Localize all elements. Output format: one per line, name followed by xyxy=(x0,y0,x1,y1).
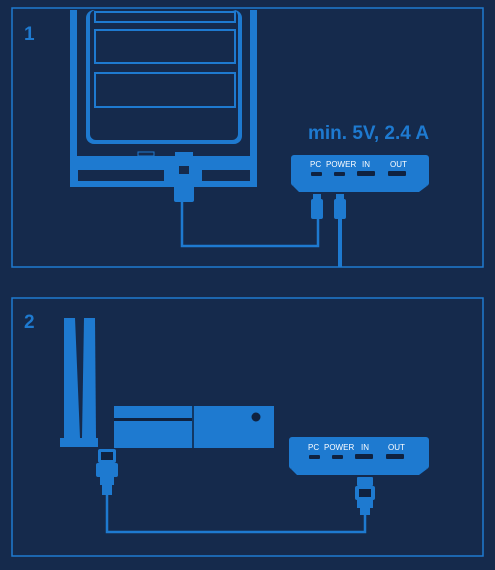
port-label-pc-2: PC xyxy=(308,443,319,452)
pc-port-2 xyxy=(309,455,320,459)
capture-box-1: PC POWER IN OUT xyxy=(291,155,429,192)
flat-console xyxy=(114,406,274,448)
hdmi-in-port-2 xyxy=(355,454,373,459)
usb-plug-power-port xyxy=(334,194,346,267)
power-spec-label: min. 5V, 2.4 A xyxy=(308,123,429,144)
panel-2: 2 PC POWER IN xyxy=(11,297,484,557)
port-label-out: OUT xyxy=(390,160,407,169)
hdmi-cable xyxy=(105,495,367,534)
capture-box-2: PC POWER IN OUT xyxy=(289,437,429,475)
port-label-pc: PC xyxy=(310,160,321,169)
power-port-2 xyxy=(332,455,343,459)
panel-1-frame xyxy=(11,7,484,268)
port-label-in-2: IN xyxy=(361,443,369,452)
port-label-power: POWER xyxy=(326,160,356,169)
panel-2-frame xyxy=(11,297,484,557)
hdmi-out-port xyxy=(388,171,406,176)
port-label-out-2: OUT xyxy=(388,443,405,452)
hdmi-plug-capture-in xyxy=(355,477,375,515)
port-label-in: IN xyxy=(362,160,370,169)
usb-cable-1 xyxy=(180,202,320,248)
tower-console xyxy=(60,318,98,447)
pc-device xyxy=(70,10,257,187)
pc-port xyxy=(311,172,322,176)
usb-plug-device xyxy=(174,152,194,202)
hdmi-in-port xyxy=(357,171,375,176)
hdmi-out-port-2 xyxy=(386,454,404,459)
port-label-power-2: POWER xyxy=(324,443,354,452)
panel-1: 1 min. 5V, 2.4 A xyxy=(11,7,484,268)
hdmi-plug-tower xyxy=(96,449,118,495)
step-number-1: 1 xyxy=(24,24,35,45)
usb-plug-pc-port xyxy=(311,194,323,219)
step-number-2: 2 xyxy=(24,312,35,333)
power-port xyxy=(334,172,345,176)
console-power-button xyxy=(251,412,261,422)
